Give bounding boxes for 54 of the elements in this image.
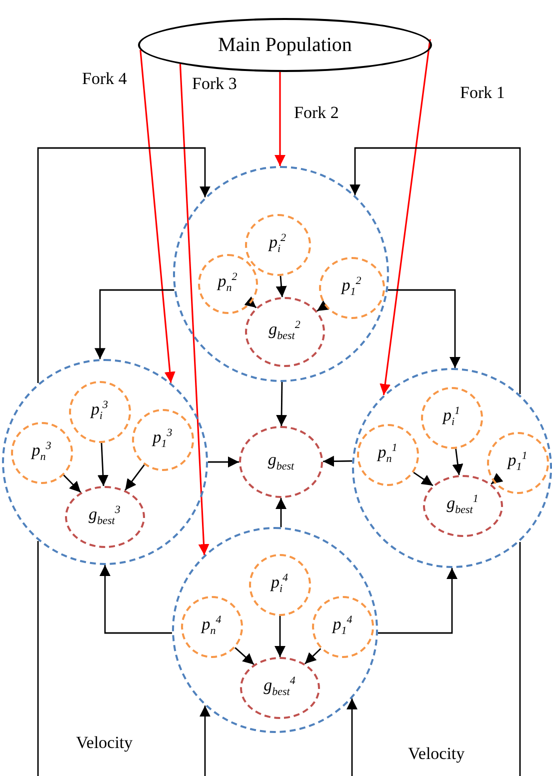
dashed-circle bbox=[356, 424, 418, 486]
arrow bbox=[179, 64, 210, 556]
dashed-circle bbox=[172, 527, 378, 733]
dashed-circle bbox=[248, 554, 310, 616]
dashed-circle bbox=[180, 596, 242, 658]
dashed-circle bbox=[240, 656, 320, 718]
dashed-circle bbox=[198, 254, 258, 314]
dashed-circle bbox=[132, 408, 194, 470]
arrow bbox=[276, 276, 287, 298]
dashed-circle bbox=[352, 368, 552, 568]
arrow bbox=[124, 464, 145, 491]
arrow bbox=[100, 565, 172, 634]
arrow bbox=[490, 472, 504, 485]
arrow bbox=[63, 474, 82, 493]
arrow bbox=[378, 568, 458, 634]
arrow bbox=[350, 147, 521, 776]
arrow bbox=[346, 698, 358, 776]
arrow bbox=[98, 442, 108, 486]
dashed-circle bbox=[422, 474, 502, 536]
arrow bbox=[413, 472, 434, 486]
dashed-circle bbox=[239, 426, 323, 498]
arrow bbox=[244, 296, 257, 308]
dashed-circle bbox=[244, 214, 310, 276]
dashed-circle bbox=[173, 166, 389, 382]
arrow bbox=[304, 648, 322, 664]
arrow bbox=[452, 448, 464, 476]
arrow bbox=[276, 498, 286, 528]
arrow bbox=[388, 289, 460, 368]
dashed-circle bbox=[318, 256, 384, 318]
dashed-circle bbox=[244, 296, 324, 366]
arrow bbox=[274, 72, 286, 166]
arrow bbox=[276, 382, 288, 426]
text-label: Velocity bbox=[74, 734, 135, 753]
arrow bbox=[380, 39, 431, 396]
text-label: Velocity bbox=[406, 745, 467, 764]
dashed-circle bbox=[68, 380, 130, 442]
arrow bbox=[323, 456, 352, 467]
arrow bbox=[94, 289, 174, 360]
arrow bbox=[208, 456, 239, 468]
dashed-circle bbox=[64, 486, 144, 548]
dashed-circle bbox=[486, 432, 548, 494]
arrow bbox=[274, 616, 286, 657]
dashed-circle bbox=[420, 386, 482, 448]
node-label: Main Population bbox=[218, 35, 352, 55]
math-label: g$_{best}$ bbox=[268, 451, 294, 473]
arrow bbox=[37, 147, 210, 776]
arrow bbox=[140, 50, 176, 383]
arrow bbox=[200, 706, 210, 776]
dashed-circle bbox=[312, 596, 374, 658]
dashed-circle bbox=[2, 359, 208, 565]
arrow bbox=[234, 647, 254, 666]
dashed-circle bbox=[10, 422, 72, 484]
arrow bbox=[316, 300, 330, 312]
ellipse bbox=[138, 18, 432, 72]
